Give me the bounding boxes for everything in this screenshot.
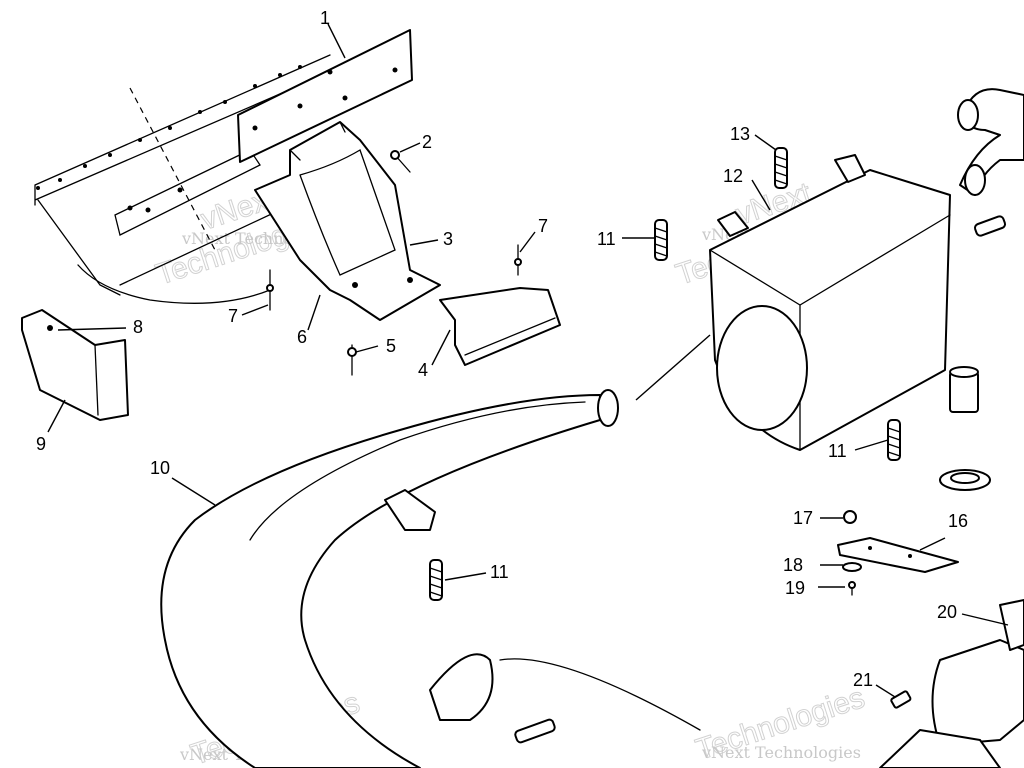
callout-4: 4 [418,360,428,380]
callout-11b: 11 [828,441,847,461]
part-9-bracket [21,309,129,421]
part-4-shield [439,287,561,366]
callout-labels: 1 2 3 4 5 6 7 7 8 9 10 11 11 11 11 12 13… [36,8,968,690]
callout-21: 21 [853,670,873,690]
callout-11c: 11 [490,562,509,582]
outlet-pipe [957,88,1024,196]
callout-18: 18 [783,555,803,575]
callout-19: 19 [785,578,805,598]
part-16-mounting-plate [837,510,959,596]
part-10-exhaust-pipe [160,389,701,768]
callout-20: 20 [937,602,957,622]
callout-5: 5 [386,336,396,356]
callout-17: 17 [793,508,813,528]
part-12-muffler [709,154,991,491]
part-20-exhaust-flange [879,599,1024,768]
callout-16: 16 [948,511,968,531]
callout-6: 6 [297,327,307,347]
callout-12: 12 [723,166,743,186]
callout-2: 2 [422,132,432,152]
part-3-exhaust-bracket [254,121,441,321]
callout-11a: 11 [597,229,616,249]
callout-8: 8 [133,317,143,337]
part-1-heat-shield-plate [237,29,413,163]
callout-7a: 7 [228,306,238,326]
leader-lines [47,23,1009,698]
watermark-text-4: vNext Technologies [701,743,861,762]
callout-1: 1 [320,8,330,28]
callout-13: 13 [730,124,750,144]
callout-7b: 7 [538,216,548,236]
callout-3: 3 [443,229,453,249]
callout-9: 9 [36,434,46,454]
callout-10: 10 [150,458,170,478]
